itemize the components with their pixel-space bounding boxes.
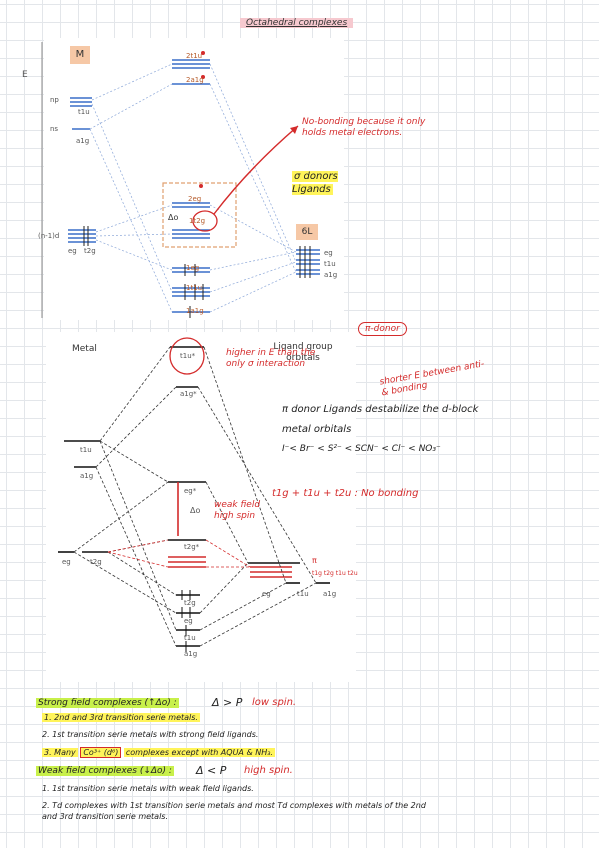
low-a1g-label: a1g bbox=[184, 650, 198, 658]
pi-orbs-label: t1g t2g t1u t2u bbox=[312, 570, 358, 577]
pi-label: π bbox=[312, 556, 317, 565]
t2g-star-label: t2g* bbox=[184, 543, 200, 551]
ns-label: ns bbox=[50, 125, 59, 133]
page-title: Octahedral complexes bbox=[240, 18, 354, 28]
note-pi-donor: π donor Ligands destabilize the d-block … bbox=[282, 404, 479, 435]
weak-item-1: 1. 1st transition serie metals with weak… bbox=[42, 784, 254, 793]
eg-metal2-label: eg bbox=[62, 558, 71, 566]
lig-eg-label: eg bbox=[324, 249, 333, 257]
low-eg-label: eg bbox=[184, 617, 193, 625]
weak-spin: high spin. bbox=[244, 765, 293, 776]
metal-label: Metal bbox=[72, 344, 97, 354]
ligand-box: 6L bbox=[296, 224, 318, 240]
note-higher-energy: higher in E than the only σ interaction bbox=[226, 348, 316, 369]
a1g-star-label: a1g* bbox=[180, 390, 197, 398]
strong-relation: Δ > P bbox=[212, 696, 243, 709]
1a1g-label: 1a1g bbox=[186, 307, 204, 315]
strong-item-3b: complexes except with AQUA & NH₃. bbox=[123, 748, 275, 757]
sigma-t1u-label: t1u bbox=[297, 590, 309, 598]
mo-diagram-pi bbox=[46, 332, 356, 682]
note-nonbonding: No-bonding because it only holds metal e… bbox=[302, 117, 426, 138]
strong-field-highlight: Strong field complexes (↑Δo) : bbox=[36, 698, 179, 708]
red-arrow-nonbonding bbox=[213, 125, 299, 215]
strong-item-1: 1. 2nd and 3rd transition serie metals. bbox=[42, 713, 200, 722]
weak-field-highlight: Weak field complexes (↓Δo) : bbox=[36, 766, 174, 776]
t2g-metal-label: t2g bbox=[84, 247, 96, 255]
1t2g-label: 1t2g bbox=[189, 217, 206, 225]
delta-box bbox=[162, 182, 237, 248]
weak-field-title: Weak field complexes (↓Δo) : bbox=[36, 766, 174, 776]
delta-o2-label: Δo bbox=[190, 506, 201, 515]
strong-item-1-text: 1. 2nd and 3rd transition serie metals. bbox=[42, 713, 200, 722]
a1g-metal2-label: a1g bbox=[80, 472, 94, 480]
nd-label: (n-1)d bbox=[38, 232, 60, 240]
strong-item-3: 3. Many Co³⁺ (d⁶) complexes except with … bbox=[42, 747, 275, 758]
low-t1u-label: t1u bbox=[184, 634, 196, 642]
eg-metal-label: eg bbox=[68, 247, 77, 255]
strong-spin: low spin. bbox=[252, 697, 297, 708]
ligand-group-label: Ligand group orbitals bbox=[273, 342, 333, 363]
metal-box: M bbox=[70, 46, 90, 64]
strong-item-3a: 3. Many bbox=[42, 748, 78, 757]
strong-field-title: Strong field complexes (↑Δo) : bbox=[36, 698, 179, 708]
co-d6-box: Co³⁺ (d⁶) bbox=[80, 747, 122, 758]
eg-star2-label: eg* bbox=[184, 487, 197, 495]
weak-field-note: weak field high spin bbox=[214, 500, 261, 521]
sigma-eg-label: eg bbox=[262, 590, 271, 598]
weak-relation: Δ < P bbox=[196, 764, 227, 777]
strong-item-2: 2. 1st transition serie metals with stro… bbox=[42, 730, 259, 739]
lig-t1u-label: t1u bbox=[324, 260, 336, 268]
t1u-star-circle bbox=[169, 337, 205, 375]
energy-axis-label: E bbox=[22, 70, 28, 80]
2eg-label: 2eg bbox=[188, 195, 202, 203]
delta-o-label: Δo bbox=[168, 213, 179, 222]
t1u-star-label: t1u* bbox=[180, 352, 196, 360]
t2g-circle bbox=[192, 210, 218, 232]
2a1g-label: 2a1g bbox=[186, 76, 204, 84]
note-nonbonding-pi: t1g + t1u + t2u : No bonding bbox=[272, 488, 419, 499]
np-label: np bbox=[50, 96, 59, 104]
1t1u-label: 1t1u bbox=[186, 284, 203, 292]
t1u-metal-label: t1u bbox=[78, 108, 90, 116]
spectrochemical-series: I⁻< Br⁻ < S²⁻ < SCN⁻ < Cl⁻ < NO₃⁻ bbox=[282, 444, 441, 454]
2t1u-label: 2t1u bbox=[186, 52, 203, 60]
t2g-metal2-label: t2g bbox=[90, 558, 102, 566]
weak-item-2: 2. Td complexes with 1st transition seri… bbox=[42, 801, 426, 821]
a1g-metal-label: a1g bbox=[76, 137, 90, 145]
1eg-label: 1eg bbox=[186, 264, 200, 272]
low-t2g-label: t2g bbox=[184, 599, 196, 607]
lig-a1g-label: a1g bbox=[324, 271, 338, 279]
note-sigma-donors: σ donors Ligands bbox=[292, 170, 362, 196]
pi-donor-tag: π-donor bbox=[358, 322, 407, 336]
sigma-a1g-label: a1g bbox=[323, 590, 337, 598]
t1u-metal2-label: t1u bbox=[80, 446, 92, 454]
